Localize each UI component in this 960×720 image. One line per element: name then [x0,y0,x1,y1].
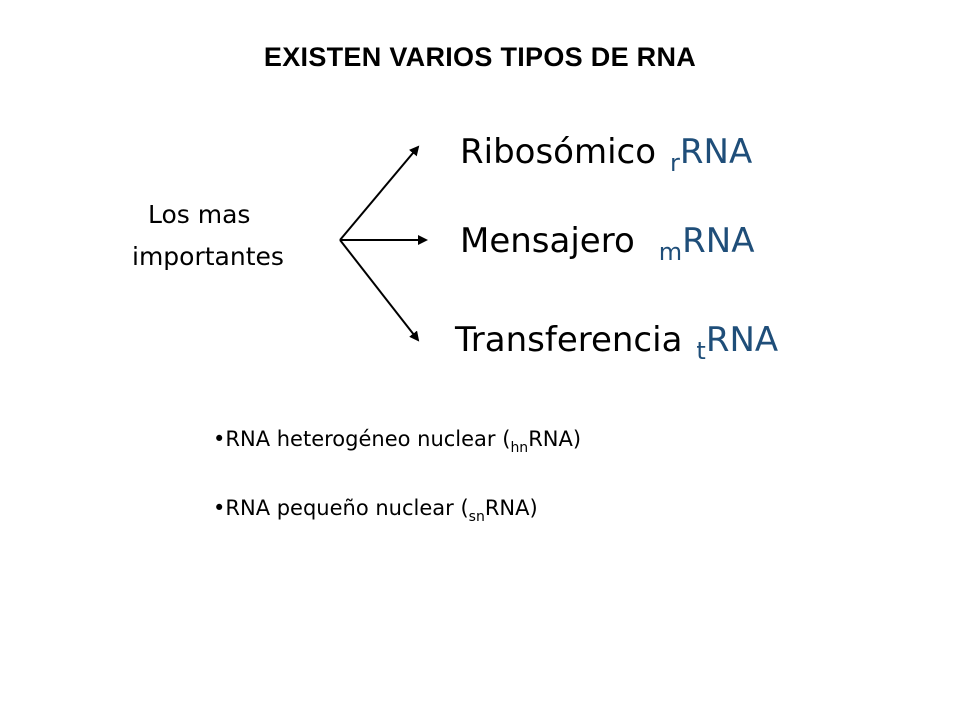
arrow-to-ribosomico [339,145,420,241]
slide-title: EXISTEN VARIOS TIPOS DE RNA [263,42,697,72]
type-prefix: r [670,149,680,177]
bullet-subscript: hn [510,440,529,456]
bullet-item-hnrna: •RNA heterogéneo nuclear (hnRNA) [213,426,582,456]
bullet-text: RNA pequeño nuclear ( [225,496,469,520]
bullet-mark: • [213,427,226,451]
type-suffix: RNA [705,320,779,360]
arrow-to-transferencia [339,239,420,342]
type-transferencia: Transferencia tRNA [455,320,779,365]
bullet-text: RNA heterogéneo nuclear ( [225,427,511,451]
type-suffix: RNA [682,221,755,261]
bullet-tail: RNA) [528,427,582,451]
source-label-line1: Los mas [148,200,251,229]
bullet-tail: RNA) [484,496,538,520]
type-name: Transferencia [455,320,683,360]
bullet-mark: • [213,496,226,520]
type-prefix: m [658,238,683,266]
type-name: Ribosómico [460,132,657,172]
type-ribosomico: Ribosómico rRNA [460,132,753,177]
bullet-item-snrna: •RNA pequeño nuclear (snRNA) [213,495,538,525]
type-prefix: t [696,337,706,365]
type-suffix: RNA [679,132,753,172]
type-mensajero: Mensajero mRNA [460,221,755,266]
bullet-subscript: sn [468,509,485,525]
source-label-line2: importantes [132,242,284,271]
type-name: Mensajero [460,221,635,261]
